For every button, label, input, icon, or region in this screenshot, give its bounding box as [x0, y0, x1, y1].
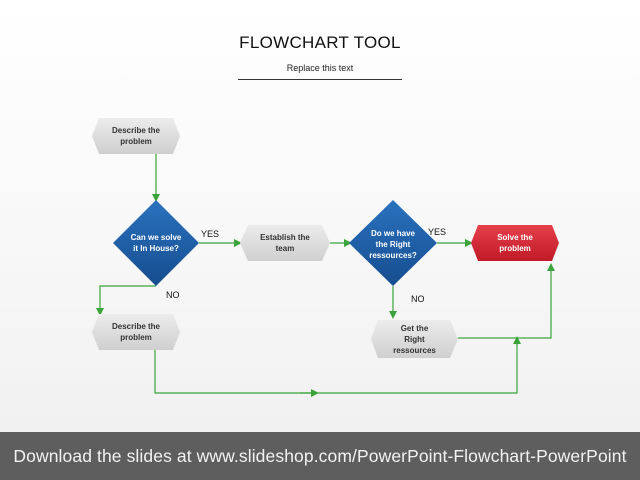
footer-text: Download the slides at www.slideshop.com…: [13, 445, 627, 466]
get-resources-label: Get the Right ressources: [393, 323, 436, 355]
connector-bottom-loop: [154, 338, 518, 394]
no-label-2: NO: [411, 294, 425, 304]
establish-team-label: Establish the team: [260, 233, 310, 253]
describe-problem-bottom-label: Describe the problem: [111, 322, 161, 342]
connectors: [96, 154, 555, 397]
get-resources-shape: [371, 320, 458, 358]
no-label-1: NO: [166, 290, 180, 300]
decision-right-resources-label: Do we have the Right ressources?: [369, 228, 417, 260]
page-title: FLOWCHART TOOL: [239, 33, 401, 52]
describe-problem-bottom-shape: [92, 314, 180, 350]
decision-solve-in-house-shape: [113, 200, 199, 286]
decision-solve-in-house-label: Can we solve it In House?: [130, 233, 182, 253]
flowchart-diagram: [92, 118, 559, 397]
title-underline: [238, 79, 402, 80]
connector-no-to-describe: [96, 285, 156, 316]
establish-team-shape: [240, 225, 330, 261]
decision-right-resources-shape: [349, 200, 437, 286]
page-subtitle: Replace this text: [286, 63, 354, 73]
solve-problem-shape: [471, 225, 559, 261]
solve-problem-label: Solve the problem: [497, 233, 533, 253]
yes-label-2: YES: [428, 227, 447, 237]
yes-label-1: YES: [201, 229, 220, 239]
describe-problem-top-shape: [92, 118, 180, 154]
describe-problem-top-label: Describe the problem: [111, 126, 161, 146]
download-footer: Download the slides at www.slideshop.com…: [0, 432, 640, 480]
connector-resources-to-solve: [458, 263, 555, 339]
